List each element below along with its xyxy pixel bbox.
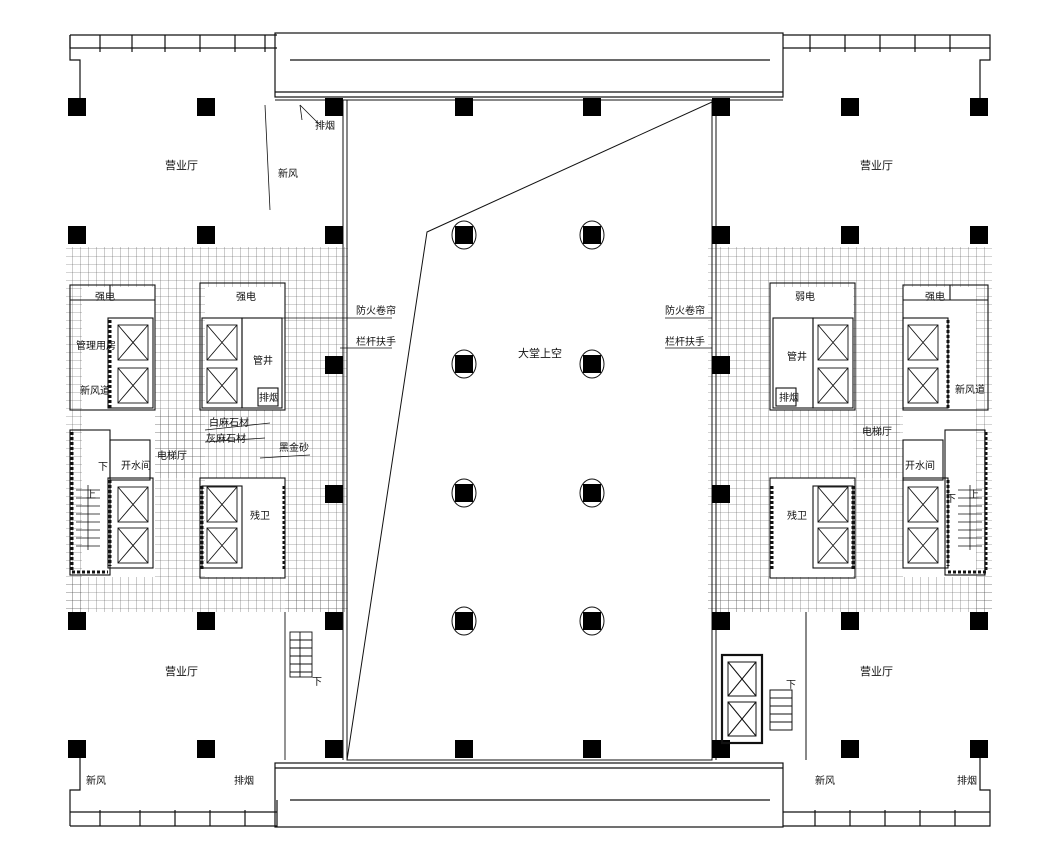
smoke-exhaust-br-label: 排烟 bbox=[957, 776, 977, 787]
stair-down-br-label: 下 bbox=[786, 680, 796, 691]
fresh-air-shaft-right-label: 新风道 bbox=[955, 385, 985, 396]
fresh-air-br-label: 新风 bbox=[815, 776, 835, 787]
strong-elec-left-2-label: 强电 bbox=[236, 292, 256, 303]
tiled-floor-left bbox=[66, 247, 348, 612]
right-elevators bbox=[817, 324, 939, 564]
stair-up-left-label: 上 bbox=[86, 490, 96, 501]
business-hall-se-label: 营业厅 bbox=[860, 665, 893, 678]
stair-down-right-label: 下 bbox=[946, 494, 956, 505]
stair-up-right-label: 上 bbox=[969, 490, 979, 501]
right-core bbox=[769, 282, 989, 579]
strong-elec-right-label: 强电 bbox=[925, 292, 945, 303]
fresh-air-shaft-left-label: 新风道 bbox=[80, 386, 110, 397]
atrium-void bbox=[275, 99, 783, 761]
mgmt-room-label: 管理用房 bbox=[76, 341, 116, 352]
fresh-air-top-label: 新风 bbox=[278, 169, 298, 180]
black-granite-label: 黑金砂 bbox=[279, 443, 309, 454]
accessible-wc-right-label: 残卫 bbox=[787, 511, 807, 522]
lobby-void-label: 大堂上空 bbox=[518, 347, 562, 360]
pipe-shaft-left-label: 管井 bbox=[253, 356, 273, 367]
structural-columns bbox=[68, 98, 988, 758]
exterior-walls bbox=[69, 32, 991, 828]
left-stair bbox=[76, 485, 100, 550]
fire-shutter-right-label: 防火卷帘 bbox=[665, 306, 705, 317]
accessible-wc-left-label: 残卫 bbox=[250, 511, 270, 522]
strong-elec-left-1-label: 强电 bbox=[95, 292, 115, 303]
left-core-dashed-walls bbox=[70, 320, 286, 574]
left-elevators bbox=[117, 324, 238, 564]
business-hall-ne-label: 营业厅 bbox=[860, 159, 893, 172]
lower-left-stair bbox=[284, 612, 344, 760]
smoke-exhaust-top-label: 排烟 bbox=[315, 121, 335, 132]
business-hall-nw-label: 营业厅 bbox=[165, 159, 198, 172]
smoke-shaft-left-label: 排烟 bbox=[259, 393, 279, 404]
smoke-shaft-right-label: 排烟 bbox=[779, 393, 799, 404]
fresh-air-bl-label: 新风 bbox=[86, 776, 106, 787]
lower-right-lift-stair bbox=[720, 612, 807, 760]
grey-marble-label: 灰麻石材 bbox=[206, 434, 246, 445]
water-room-left-label: 开水间 bbox=[121, 461, 151, 472]
atrium-columns bbox=[451, 220, 605, 636]
business-hall-sw-label: 营业厅 bbox=[165, 665, 198, 678]
stair-down-bl-label: 下 bbox=[312, 677, 322, 688]
railing-left-label: 栏杆扶手 bbox=[356, 337, 396, 348]
smoke-exhaust-bl-label: 排烟 bbox=[234, 776, 254, 787]
fire-shutter-left-label: 防火卷帘 bbox=[356, 306, 396, 317]
stair-down-left-label: 下 bbox=[98, 462, 108, 473]
water-room-right-label: 开水间 bbox=[905, 461, 935, 472]
elevator-hall-right-label: 电梯厅 bbox=[862, 427, 892, 438]
tiled-floor-right bbox=[708, 247, 992, 612]
railing-right-label: 栏杆扶手 bbox=[665, 337, 705, 348]
weak-elec-right-label: 弱电 bbox=[795, 292, 815, 303]
annotation-leaders bbox=[204, 104, 712, 459]
elevator-hall-left-label: 电梯厅 bbox=[157, 451, 187, 462]
right-stair bbox=[958, 485, 982, 550]
white-marble-label: 白麻石材 bbox=[209, 418, 249, 429]
pipe-shaft-right-label: 管井 bbox=[787, 352, 807, 363]
right-core-dashed-walls bbox=[770, 320, 988, 574]
